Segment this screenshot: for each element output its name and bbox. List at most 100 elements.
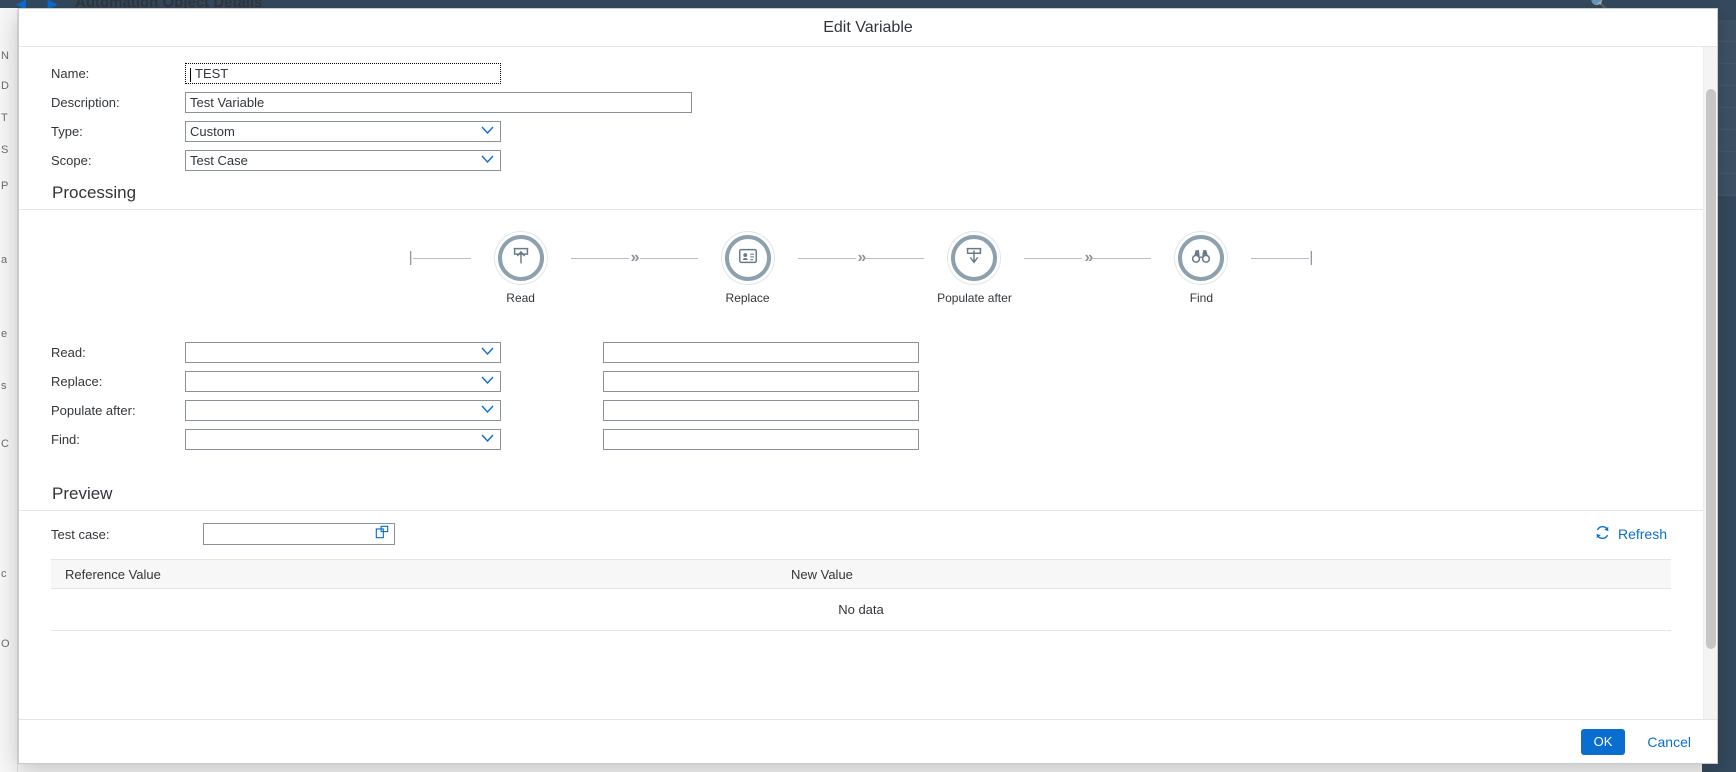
table-header-row: Reference Value New Value — [51, 559, 1671, 589]
flow-connector — [797, 258, 856, 259]
flow-separator-icon: » — [857, 249, 867, 266]
type-label: Type: — [51, 124, 83, 139]
type-select-value: Custom — [190, 124, 235, 139]
name-input[interactable]: TEST — [185, 63, 501, 84]
flow-step-find[interactable]: Find — [1151, 228, 1251, 305]
column-header-new-value[interactable]: New Value — [791, 566, 853, 582]
preview-test-case-row: Test case: — [19, 511, 1703, 557]
background-app-title: Automation Object Details — [75, 0, 263, 11]
processing-section-title: Processing — [19, 175, 1703, 210]
flow-start-cap: | — [408, 249, 413, 266]
chevron-down-icon — [481, 405, 494, 417]
mapping-select-find[interactable] — [185, 429, 501, 450]
refresh-button[interactable]: Refresh — [1594, 524, 1667, 544]
flow-end-cap: | — [1309, 249, 1314, 266]
description-label: Description: — [51, 95, 120, 110]
bg-left-label: s — [1, 380, 7, 392]
description-input[interactable]: Test Variable — [185, 92, 692, 113]
form-row-scope: Scope: Test Case — [33, 146, 1703, 175]
mapping-row-replace: Replace: — [33, 367, 1703, 396]
type-select[interactable]: Custom — [185, 121, 501, 142]
flow-step-label: Populate after — [937, 291, 1012, 305]
form-row-type: Type: Custom — [33, 117, 1703, 146]
flow-step-circle — [724, 235, 771, 281]
description-input-value: Test Variable — [190, 95, 265, 110]
bg-left-label: a — [1, 254, 8, 266]
flow-connector — [1093, 258, 1152, 259]
table-no-data-message: No data — [51, 589, 1671, 631]
flow-step-circle — [951, 235, 998, 281]
mapping-row-populate-after: Populate after: — [33, 396, 1703, 425]
flow-connector — [570, 258, 629, 259]
name-input-value: TEST — [190, 66, 228, 82]
scope-select-value: Test Case — [190, 153, 248, 168]
bg-left-label: T — [1, 112, 8, 124]
preview-table: Reference Value New Value No data — [51, 559, 1671, 631]
flow-connector — [866, 258, 925, 259]
flow-step-circle — [1178, 235, 1225, 281]
mapping-select-replace[interactable] — [185, 371, 501, 392]
form-row-name: Name: TEST — [33, 59, 1703, 88]
edit-variable-dialog: Edit Variable Name: TEST Description: Te… — [18, 8, 1718, 764]
background-left-strip: N D T S P a e s C c O — [0, 8, 18, 772]
flow-separator-icon: » — [1084, 249, 1093, 266]
scope-label: Scope: — [51, 153, 92, 168]
flow-connector — [1251, 258, 1310, 259]
ok-button[interactable]: OK — [1580, 728, 1626, 755]
search-icon[interactable]: 🔍 — [1590, 0, 1608, 10]
mapping-input-find[interactable] — [603, 429, 919, 450]
mapping-rows: Read: Replace: — [19, 338, 1703, 454]
flow-connector — [1024, 258, 1083, 259]
mapping-label: Find: — [51, 432, 80, 447]
name-label: Name: — [51, 66, 90, 81]
bg-left-label: C — [1, 438, 9, 450]
mapping-label: Populate after: — [51, 403, 136, 418]
test-case-label: Test case: — [51, 526, 110, 542]
mapping-label: Replace: — [51, 374, 103, 389]
bg-left-label: D — [1, 80, 9, 92]
nav-back-forward-icons[interactable]: ◀ ▶ — [16, 0, 67, 11]
chevron-down-icon — [481, 126, 494, 138]
scope-select[interactable]: Test Case — [185, 150, 501, 171]
dialog-body: Name: TEST Description: Test Variable Ty… — [19, 47, 1717, 719]
flow-step-populate-after[interactable]: Populate after — [924, 228, 1024, 305]
mapping-select-read[interactable] — [185, 342, 501, 363]
flow-step-label: Replace — [725, 291, 770, 305]
shell-bar — [0, 0, 1736, 10]
bg-left-label: P — [1, 180, 9, 192]
dialog-scrollbar-thumb[interactable] — [1706, 89, 1716, 649]
dialog-header: Edit Variable — [19, 9, 1717, 47]
flow-connector — [412, 258, 471, 259]
preview-section-title: Preview — [19, 476, 1703, 511]
dialog-scrollbar[interactable] — [1703, 47, 1717, 719]
mapping-select-populate-after[interactable] — [185, 400, 501, 421]
flow-step-read[interactable]: Read — [471, 228, 571, 305]
mapping-label: Read: — [51, 345, 86, 360]
dialog-footer: OK Cancel — [19, 719, 1717, 763]
chevron-down-icon — [481, 376, 494, 388]
contact-card-icon — [737, 245, 759, 272]
mapping-input-populate-after[interactable] — [603, 400, 919, 421]
mapping-input-read[interactable] — [603, 342, 919, 363]
test-case-input[interactable] — [203, 523, 395, 545]
chevron-down-icon — [481, 347, 494, 359]
mapping-input-replace[interactable] — [603, 371, 919, 392]
bg-left-label: O — [1, 638, 10, 650]
bg-left-label: N — [1, 50, 9, 62]
column-header-reference-value[interactable]: Reference Value — [65, 566, 161, 582]
variable-form: Name: TEST Description: Test Variable Ty… — [19, 47, 1703, 175]
cancel-button[interactable]: Cancel — [1643, 729, 1695, 755]
dialog-scroll-area: Name: TEST Description: Test Variable Ty… — [19, 47, 1703, 719]
form-row-description: Description: Test Variable — [33, 88, 1703, 117]
flow-separator-icon: » — [630, 249, 640, 266]
chevron-down-icon — [481, 155, 494, 167]
mapping-row-read: Read: — [33, 338, 1703, 367]
download-from-tray-icon — [963, 245, 985, 272]
flow-step-replace[interactable]: Replace — [698, 228, 798, 305]
flow-step-circle — [497, 235, 544, 281]
bg-left-label: S — [1, 144, 9, 156]
value-help-icon[interactable] — [375, 525, 389, 544]
bg-left-label: e — [1, 328, 8, 340]
flow-connector — [639, 258, 698, 259]
bg-left-label: c — [1, 568, 7, 580]
